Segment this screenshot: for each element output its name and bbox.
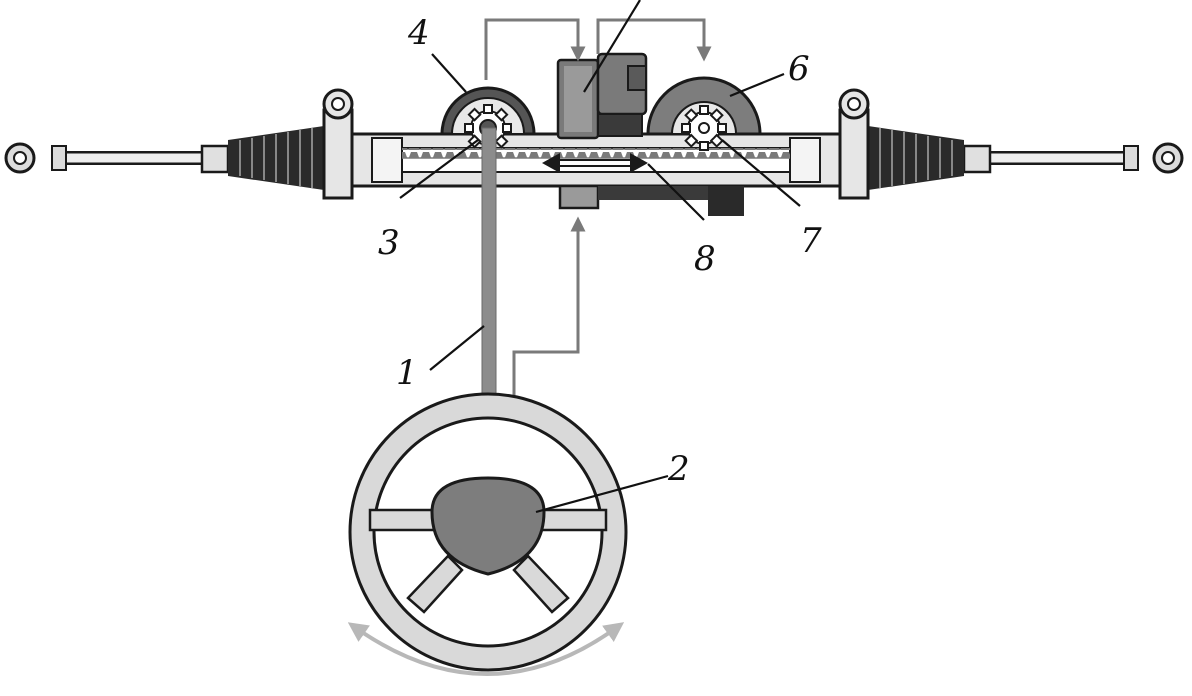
steering-wheel <box>348 392 628 672</box>
left-tie-rod <box>4 142 230 174</box>
right-mounting-bracket <box>838 88 870 200</box>
left-mounting-bracket <box>322 88 354 200</box>
steering-hub <box>430 476 546 576</box>
left-bellows-boot <box>228 126 324 190</box>
motor-command-line <box>596 18 712 62</box>
drive-pinion-gear <box>681 105 727 151</box>
callout-4: 4 <box>407 13 430 53</box>
callout-leaders <box>399 0 801 514</box>
right-bellows-boot <box>868 126 964 190</box>
callout-6: 6 <box>788 49 810 89</box>
callout-1: 1 <box>396 353 418 393</box>
callout-3: 3 <box>378 223 400 263</box>
rack-travel-arrow <box>542 153 648 173</box>
callout-8: 8 <box>694 239 716 279</box>
lower-sensor-block <box>558 184 744 216</box>
steering-rotation-arrow <box>347 622 625 676</box>
torque-signal-line <box>484 18 586 80</box>
callout-7: 7 <box>800 221 822 261</box>
right-tie-rod <box>962 142 1184 174</box>
callout-2: 2 <box>667 449 690 489</box>
electronic-control-unit <box>556 52 648 140</box>
